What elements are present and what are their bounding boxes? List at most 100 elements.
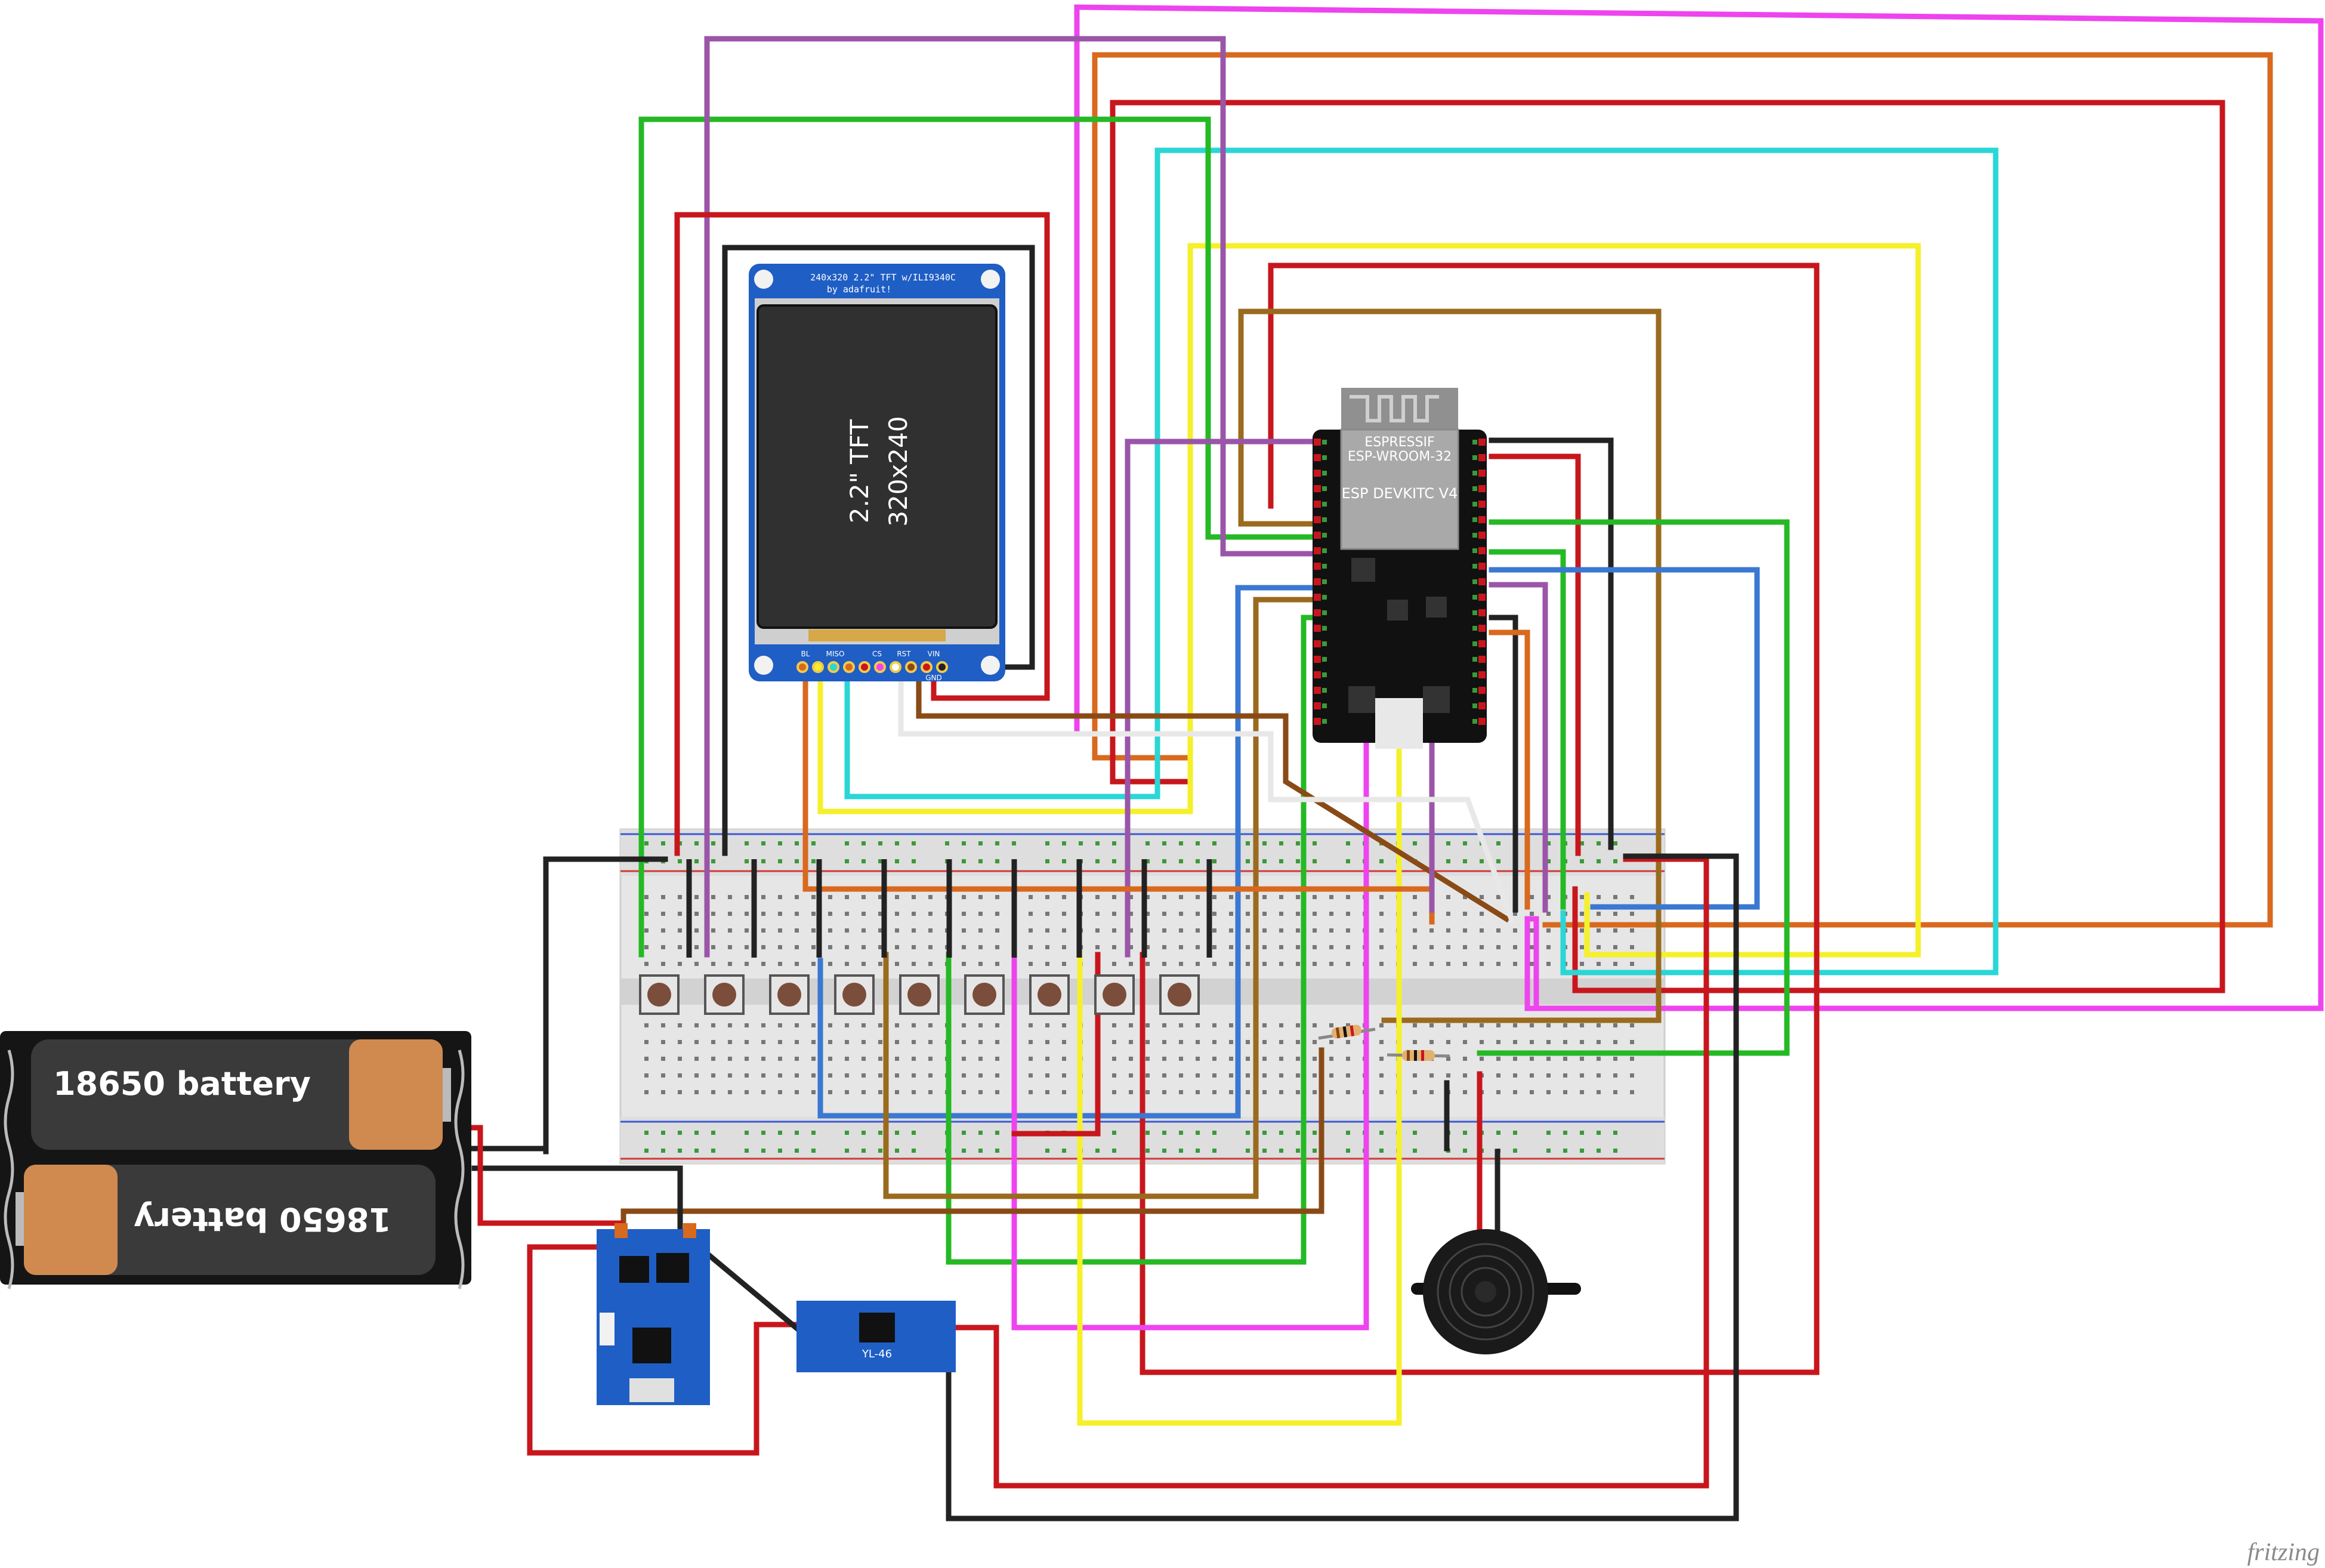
breadboard-hole bbox=[1546, 962, 1551, 966]
tft-pin bbox=[936, 661, 948, 673]
wire-brown-diag2 bbox=[916, 656, 1511, 923]
breadboard-hole bbox=[1162, 1057, 1166, 1061]
breadboard-hole bbox=[1129, 1023, 1133, 1027]
breadboard-hole bbox=[644, 1057, 649, 1061]
breadboard-hole bbox=[1246, 928, 1250, 933]
breadboard-hole bbox=[962, 1023, 966, 1027]
rail-hole bbox=[1446, 859, 1450, 863]
wire-red-mid bbox=[1140, 263, 1820, 1375]
breadboard-hole bbox=[1530, 895, 1534, 899]
breadboard-hole bbox=[1630, 895, 1634, 899]
breadboard-hole bbox=[728, 912, 732, 916]
breadboard-hole bbox=[1262, 1073, 1267, 1078]
rail-hole bbox=[995, 1131, 999, 1135]
breadboard-hole bbox=[1095, 945, 1100, 949]
breadboard-hole bbox=[778, 928, 782, 933]
breadboard-hole bbox=[862, 1073, 866, 1078]
esp32-pin bbox=[1314, 578, 1321, 585]
esp32-pin bbox=[1314, 656, 1321, 663]
breadboard-hole bbox=[678, 962, 682, 966]
breadboard-hole bbox=[644, 912, 649, 916]
esp32-pin-pad bbox=[1472, 703, 1477, 708]
breadboard-hole bbox=[694, 962, 699, 966]
breadboard-hole bbox=[1329, 895, 1333, 899]
breadboard-hole bbox=[761, 962, 765, 966]
breadboard-hole bbox=[1229, 1040, 1233, 1044]
breadboard-hole bbox=[845, 1090, 849, 1094]
breadboard-hole bbox=[828, 895, 832, 899]
rail-hole bbox=[1463, 1149, 1467, 1153]
rail-hole bbox=[711, 1149, 715, 1153]
breadboard-hole bbox=[1446, 1040, 1450, 1044]
breadboard-hole bbox=[1212, 1090, 1216, 1094]
tft-pin bbox=[828, 661, 839, 673]
breadboard-hole bbox=[828, 962, 832, 966]
rail-hole bbox=[1212, 1131, 1216, 1135]
breadboard-hole bbox=[1162, 1073, 1166, 1078]
breadboard-hole bbox=[1346, 1090, 1350, 1094]
breadboard-hole bbox=[1580, 895, 1584, 899]
rail-hole bbox=[962, 841, 966, 845]
breadboard-hole bbox=[678, 1040, 682, 1044]
breadboard-hole bbox=[995, 962, 999, 966]
rail-hole bbox=[745, 841, 749, 845]
rail-hole bbox=[678, 1149, 682, 1153]
breadboard-hole bbox=[1212, 912, 1216, 916]
rail-hole bbox=[945, 841, 949, 845]
breadboard-hole bbox=[1029, 1057, 1033, 1061]
breadboard-hole bbox=[1429, 928, 1434, 933]
breadboard-hole bbox=[1580, 1040, 1584, 1044]
battery-cell-top bbox=[31, 1039, 443, 1150]
breadboard-hole bbox=[1246, 1073, 1250, 1078]
esp32-pin-pad bbox=[1322, 486, 1327, 491]
breadboard-hole bbox=[1613, 1073, 1617, 1078]
esp32-pin-pad bbox=[1322, 672, 1327, 677]
rail-hole bbox=[862, 1149, 866, 1153]
breadboard-hole bbox=[912, 928, 916, 933]
breadboard-hole bbox=[694, 1023, 699, 1027]
breadboard-hole bbox=[1095, 895, 1100, 899]
tft-header-line2: by adafruit! bbox=[827, 284, 891, 295]
esp32-pin-pad bbox=[1322, 517, 1327, 522]
breadboard-hole bbox=[1262, 1057, 1267, 1061]
rail-hole bbox=[795, 841, 799, 845]
esp32-pin-pad bbox=[1472, 471, 1477, 476]
breadboard-hole bbox=[1129, 928, 1133, 933]
breadboard-hole bbox=[978, 1057, 983, 1061]
rail-hole bbox=[895, 859, 899, 863]
breadboard-hole bbox=[1313, 895, 1317, 899]
breadboard-hole bbox=[1045, 928, 1049, 933]
rail-hole bbox=[1463, 841, 1467, 845]
breadboard-hole bbox=[828, 945, 832, 949]
breadboard-hole bbox=[1530, 1023, 1534, 1027]
breadboard-hole bbox=[1429, 962, 1434, 966]
rail-hole bbox=[711, 859, 715, 863]
breadboard-hole bbox=[912, 1040, 916, 1044]
breadboard-hole bbox=[1513, 962, 1517, 966]
breadboard-hole bbox=[1379, 1090, 1384, 1094]
breadboard-hole bbox=[978, 1023, 983, 1027]
rail-hole bbox=[1597, 859, 1601, 863]
breadboard-hole bbox=[1413, 1023, 1417, 1027]
breadboard-hole bbox=[711, 1073, 715, 1078]
breadboard-hole bbox=[1613, 912, 1617, 916]
rail-hole bbox=[912, 1149, 916, 1153]
breadboard-hole bbox=[1212, 1040, 1216, 1044]
breadboard-hole bbox=[912, 895, 916, 899]
rail-hole bbox=[1212, 1149, 1216, 1153]
breadboard-hole bbox=[811, 895, 816, 899]
rail-hole bbox=[845, 1149, 849, 1153]
wire-purple-top bbox=[704, 36, 1316, 958]
rail-hole bbox=[1296, 1131, 1300, 1135]
breadboard-hole bbox=[1296, 1057, 1300, 1061]
rail-hole bbox=[1045, 841, 1049, 845]
rail-hole bbox=[895, 1149, 899, 1153]
breadboard-hole bbox=[1597, 1023, 1601, 1027]
breadboard-hole bbox=[962, 1073, 966, 1078]
breadboard-hole bbox=[928, 1040, 933, 1044]
breadboard-hole bbox=[1413, 1090, 1417, 1094]
breadboard-hole bbox=[1296, 928, 1300, 933]
breadboard-hole bbox=[962, 1040, 966, 1044]
breadboard-hole bbox=[1496, 1090, 1500, 1094]
breadboard-hole bbox=[1196, 1090, 1200, 1094]
